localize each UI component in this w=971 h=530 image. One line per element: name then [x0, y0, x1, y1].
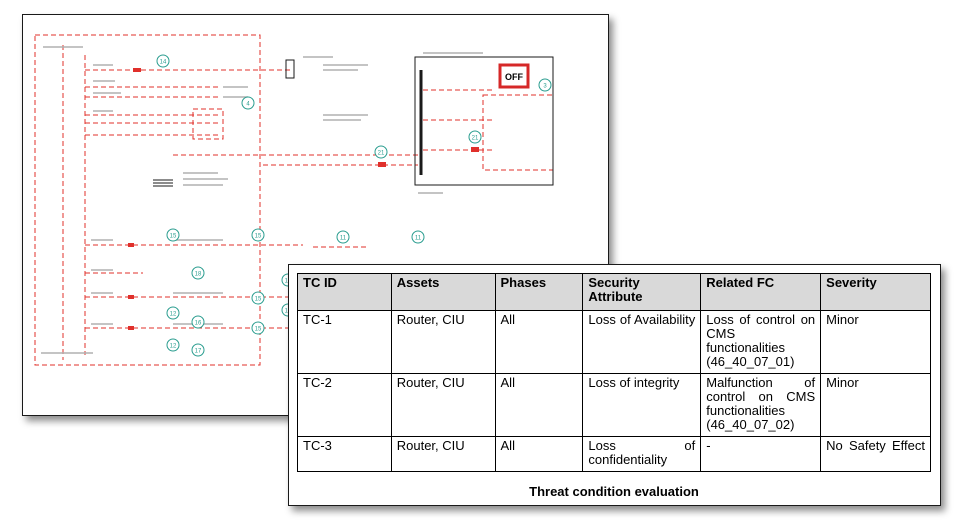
cell-security-attribute: Loss of Availability [582, 310, 702, 374]
header-severity: Severity [820, 273, 931, 311]
callout-label: 3 [543, 84, 547, 90]
cell-security-attribute: Loss of integrity [582, 373, 702, 437]
header-related-fc: Related FC [700, 273, 822, 311]
callout-circle [156, 54, 170, 68]
callout-circle [336, 230, 350, 244]
callout-label: 21 [472, 136, 479, 142]
threat-condition-table: TC ID Assets Phases Security Attribute R… [297, 273, 931, 472]
callout-label: 11 [340, 236, 347, 242]
callout-circle [191, 315, 205, 329]
header-security-attribute: Security Attribute [582, 273, 702, 311]
cell-tc-id: TC-3 [297, 436, 392, 472]
callout-circle [166, 306, 180, 320]
header-tc-id: TC ID [297, 273, 392, 311]
callout-circle [251, 291, 265, 305]
cell-severity: No Safety Effect [820, 436, 931, 472]
callout-circle [191, 343, 205, 357]
cell-assets: Router, CIU [390, 310, 496, 374]
callout-label: 4 [246, 102, 250, 108]
cell-phases: All [494, 436, 584, 472]
callout-circle [251, 321, 265, 335]
callout-label: 12 [170, 344, 177, 350]
callout-circle [538, 78, 552, 92]
callout-label: 11 [415, 236, 422, 242]
off-indicator [498, 63, 530, 89]
callout-circle [166, 338, 180, 352]
cell-related-fc: Malfunction of control on CMS functional… [700, 373, 822, 437]
callout-label: 15 [170, 234, 177, 240]
threat-condition-table-panel: TC ID Assets Phases Security Attribute R… [288, 264, 941, 506]
callout-label: 15 [255, 297, 262, 303]
callout-label: 16 [195, 321, 202, 327]
cell-tc-id: TC-2 [297, 373, 392, 437]
cell-security-attribute: Loss of confidentiality [582, 436, 702, 472]
header-assets: Assets [390, 273, 496, 311]
callout-circle [374, 145, 388, 159]
callout-label: 15 [255, 327, 262, 333]
table-row: TC-2 Router, CIU All Loss of integrity M… [297, 373, 931, 437]
callout-circle [241, 96, 255, 110]
cell-phases: All [494, 310, 584, 374]
table-row: TC-1 Router, CIU All Loss of Availabilit… [297, 310, 931, 374]
cell-tc-id: TC-1 [297, 310, 392, 374]
callout-label: 12 [170, 312, 177, 318]
callout-circle [411, 230, 425, 244]
cell-assets: Router, CIU [390, 436, 496, 472]
cell-phases: All [494, 373, 584, 437]
callout-circle [191, 266, 205, 280]
header-phases: Phases [494, 273, 584, 311]
cell-related-fc: Loss of control on CMS functionalities (… [700, 310, 822, 374]
callout-label: 18 [195, 272, 202, 278]
cell-severity: Minor [820, 310, 931, 374]
callout-circle [166, 228, 180, 242]
table-header-row: TC ID Assets Phases Security Attribute R… [297, 273, 931, 311]
schematic-drawing: OFF [34, 34, 554, 366]
callout-label: 15 [255, 234, 262, 240]
table-row: TC-3 Router, CIU All Loss of confidentia… [297, 436, 931, 472]
callout-label: 21 [378, 151, 385, 157]
callout-circle [468, 130, 482, 144]
off-label: OFF [505, 72, 523, 82]
cell-severity: Minor [820, 373, 931, 437]
table-caption: Threat condition evaluation [529, 484, 699, 499]
cell-related-fc: - [700, 436, 822, 472]
cell-assets: Router, CIU [390, 373, 496, 437]
callout-label: 14 [160, 60, 167, 66]
callout-circle [251, 228, 265, 242]
callout-label: 17 [195, 349, 202, 355]
